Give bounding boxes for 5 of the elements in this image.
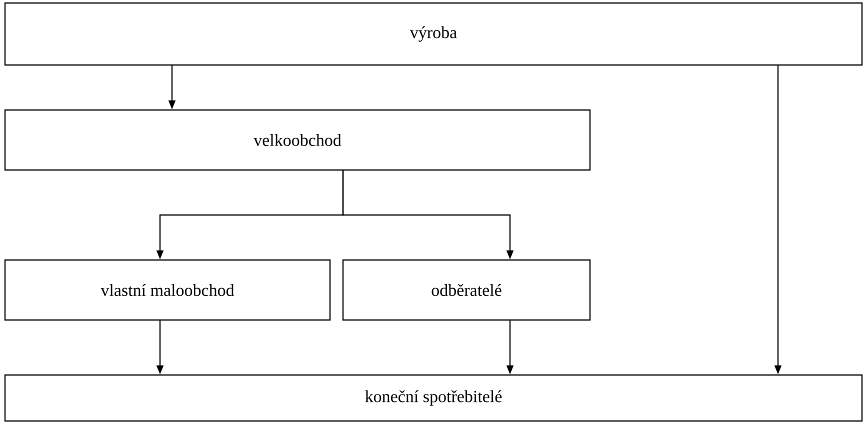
process-box: výroba <box>4 2 863 66</box>
process-box: vlastní maloobchod <box>4 259 331 321</box>
process-box: velkoobchod <box>4 109 591 171</box>
process-box: odběratelé <box>342 259 591 321</box>
process-box: koneční spotřebitelé <box>4 374 863 422</box>
